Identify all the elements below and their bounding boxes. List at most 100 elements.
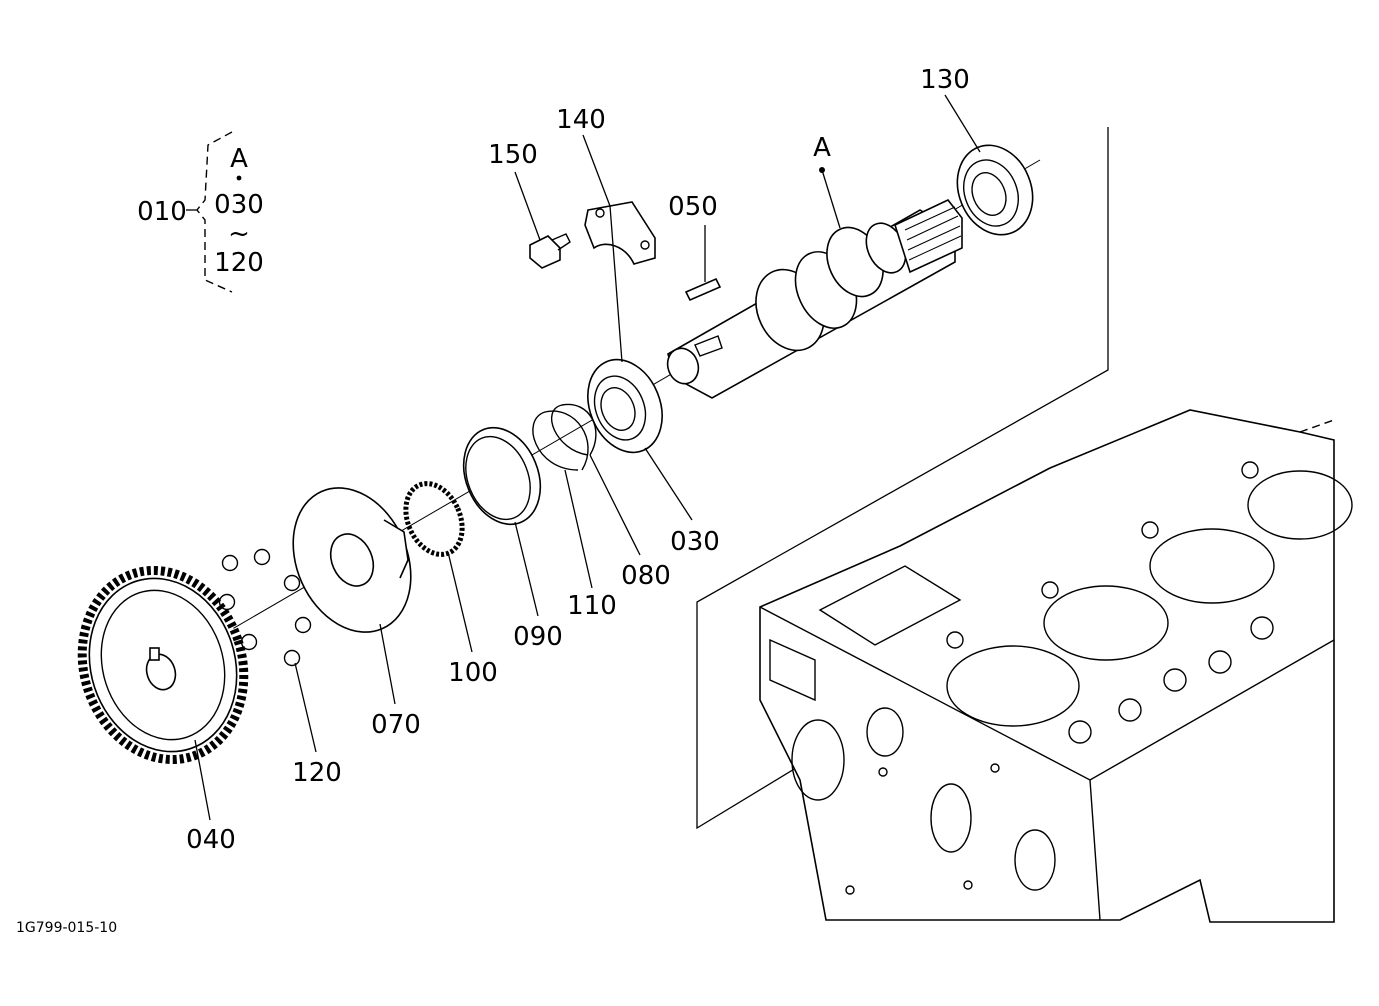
leader-110 [564,469,593,589]
front-hole-2 [930,783,972,853]
block-outline [759,409,1335,923]
part-070-sleeve [292,487,412,633]
spline-line [904,206,956,231]
sleeve-bore [329,533,375,587]
part-110-circlip [532,410,589,471]
block-hole [1250,616,1274,640]
cylinder-bore-1 [946,645,1080,727]
figure-code: 1G799-015-10 [16,920,117,936]
part-120-balls [218,548,312,667]
part-150-bolt [529,233,571,269]
leader-030 [644,447,693,521]
block-hole [1141,521,1159,539]
bearing-race [593,375,647,441]
part-100-ball-ring [403,481,465,557]
leader-080 [589,454,641,556]
block-hole [1163,668,1187,692]
block-dashed-edge [1299,419,1335,433]
block-port [769,638,816,702]
cylinder-bore-4 [1247,470,1353,540]
front-hole-3 [1014,829,1056,891]
cylinder-bore-2 [1043,585,1169,661]
front-bore-hole [791,719,845,801]
block-corner-edge [1089,779,1101,921]
block-hole [946,631,964,649]
label-040: 040 [186,825,236,855]
part-labels: 130 140 150 050 030 080 110 090 100 070 … [186,65,970,855]
label-140: 140 [556,105,606,135]
ref-point-leader [821,169,841,229]
part-090-bearing [462,426,542,526]
ball [253,548,271,566]
bearing-inner [465,435,531,521]
part-130-bearing [956,144,1034,236]
bearing-outer [587,358,663,454]
label-080: 080 [621,561,671,591]
ball [221,554,239,572]
stopper-hole [640,240,650,250]
bolt-hole [963,880,973,890]
block-hole [1118,698,1142,722]
label-090: 090 [513,622,563,652]
gear-keyway [149,647,160,661]
part-050-key [684,277,722,302]
part-080-circlip [550,403,597,456]
part-030-bearing [587,358,663,454]
block-hole [1041,581,1059,599]
bearing-bore [600,387,636,431]
circlip-110 [532,410,589,471]
spline-line [906,215,959,241]
label-150: 150 [488,140,538,170]
label-030: 030 [670,527,720,557]
ball [294,616,312,634]
leader-140 [582,134,611,207]
bolt-hole [845,885,855,895]
bearing-race [963,159,1019,227]
gear-inner-ring [100,589,226,741]
bearing-bore [971,172,1007,216]
legend-dot [236,175,242,181]
spline-line [907,225,961,251]
governor-shaft [666,199,963,399]
leader-140-lower [609,205,623,363]
leader-100 [447,551,473,653]
ball [283,649,301,667]
label-120: 120 [292,758,342,788]
stopper-hole [595,208,605,218]
ball [240,633,258,651]
label-130: 130 [920,65,970,95]
label-010: 010 [137,197,187,227]
leader-lines [194,94,981,821]
label-110: 110 [567,591,617,621]
leader-150 [514,171,541,241]
ball [283,574,301,592]
ball [218,593,236,611]
leader-070 [379,623,396,705]
bolt-hole [990,763,1000,773]
leader-040 [194,739,211,821]
block-hole [1208,650,1232,674]
bolt-head [529,235,561,269]
cylinder-bore-3 [1149,528,1275,604]
block-recess [818,565,962,646]
shaft-end [666,347,700,385]
sleeve-hub [383,519,409,579]
shaft-keyway [694,335,723,357]
bearing-outer [462,426,542,526]
label-050: 050 [668,192,718,222]
bolt-thread [551,233,571,251]
leader-120 [294,662,317,753]
ref-point-label: A [813,133,831,163]
leader-090 [514,521,539,617]
stopper-plate [584,201,656,265]
legend-ref: A [230,144,248,174]
shaft-spline [894,199,963,274]
legend-from: 030 [214,190,264,220]
assembly-legend: A 030 ~ 120 010 [137,131,264,293]
leader-130 [944,94,981,153]
bolt-hole [878,767,888,777]
legend-to: 120 [214,248,264,278]
cylinder-block [696,127,1353,923]
